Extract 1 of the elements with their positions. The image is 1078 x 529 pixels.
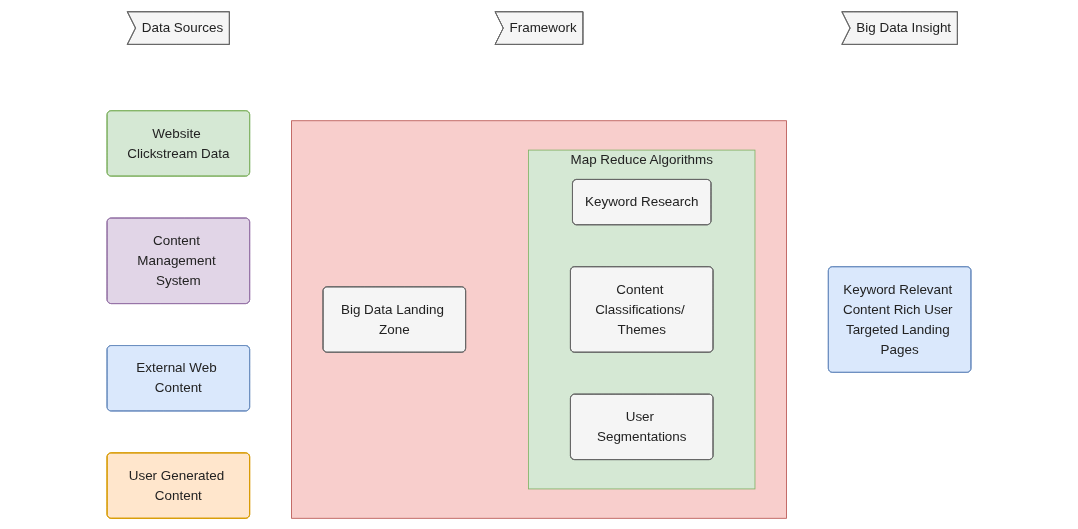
cluster <box>291 119 787 519</box>
